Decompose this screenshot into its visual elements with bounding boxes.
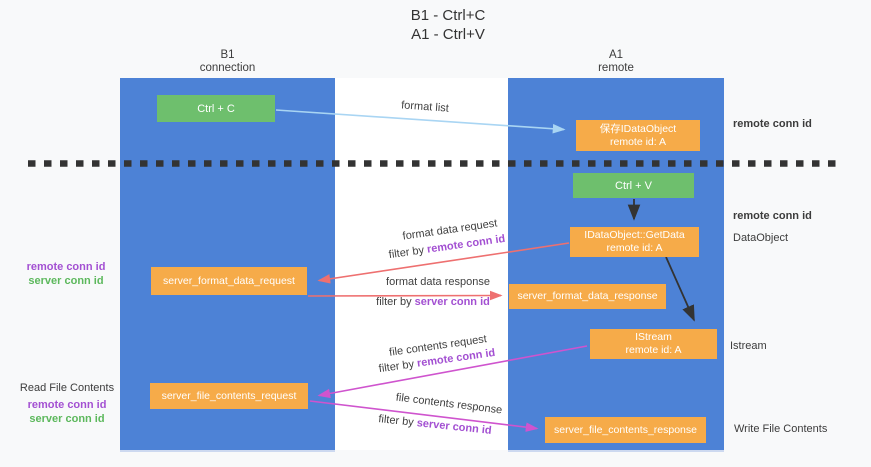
lane-header-a1: A1 remote	[508, 49, 724, 75]
node-istream-line1: IStream	[635, 331, 672, 343]
node-file-request-label: server_file_contents_request	[161, 389, 297, 402]
node-server-file-contents-request: server_file_contents_request	[150, 383, 308, 409]
left-server-conn-id-label: server conn id	[28, 275, 104, 287]
node-istream-line2: remote id: A	[625, 344, 682, 356]
node-saved-idataobject: 保存IDataObject remote id: A	[576, 120, 700, 151]
title-line-2: A1 - Ctrl+V	[411, 26, 485, 43]
lane-a1-sub: remote	[598, 62, 634, 74]
format-list-arrow	[275, 109, 566, 134]
remote-conn-id-label-top: remote conn id	[733, 118, 812, 130]
filter-by-text: filter by	[376, 296, 415, 308]
istream-side-label: Istream	[730, 340, 767, 352]
read-file-contents-label: Read File Contents	[19, 382, 115, 394]
remote-conn-id-label-mid: remote conn id	[733, 210, 812, 222]
left-remote-conn-id-label: remote conn id	[26, 261, 106, 273]
left-server-conn-id-label-bottom: server conn id	[29, 413, 105, 425]
node-ctrl-v: Ctrl + V	[573, 173, 694, 198]
title-line-1: B1 - Ctrl+C	[410, 7, 486, 24]
getdata-to-istream-arrow	[665, 256, 695, 322]
file-contents-request-arrow	[317, 345, 588, 399]
dataobject-label: DataObject	[733, 232, 789, 244]
write-file-contents-label: Write File Contents	[734, 423, 828, 435]
node-ctrl-c-label: Ctrl + C	[197, 102, 235, 115]
node-saved-idataobject-line1: 保存IDataObject	[599, 122, 677, 135]
node-istream: IStream remote id: A	[590, 329, 717, 359]
node-getdata-line1: IDataObject::GetData	[584, 229, 685, 241]
left-format-conn-labels: remote conn id server conn id	[18, 260, 114, 288]
format-data-response-label: format data response	[386, 276, 490, 288]
file-contents-response-arrow	[309, 400, 539, 432]
node-getdata-line2: remote id: A	[606, 242, 663, 254]
format-data-response-filter-label: filter by server conn id	[376, 296, 490, 308]
page-title: B1 - Ctrl+C A1 - Ctrl+V	[148, 6, 748, 44]
node-idataobject-getdata: IDataObject::GetData remote id: A	[570, 227, 699, 257]
node-server-format-data-request: server_format_data_request	[151, 267, 307, 295]
lane-a1-name: A1	[608, 49, 624, 61]
node-format-request-label: server_format_data_request	[163, 274, 295, 287]
node-format-response-label: server_format_data_response	[517, 290, 658, 302]
node-saved-idataobject-line2: remote id: A	[609, 135, 667, 148]
server-conn-id-text: server conn id	[414, 296, 490, 308]
node-file-response-label: server_file_contents_response	[553, 423, 697, 436]
format-data-request-arrow	[317, 242, 570, 284]
node-server-format-data-response: server_format_data_response	[509, 284, 666, 309]
node-server-file-contents-response: server_file_contents_response	[545, 417, 706, 443]
node-ctrl-c: Ctrl + C	[157, 95, 275, 122]
left-file-conn-labels: Read File Contents remote conn id server…	[15, 381, 119, 426]
left-remote-conn-id-label-bottom: remote conn id	[27, 399, 107, 411]
format-data-response-arrow	[307, 290, 503, 301]
node-ctrl-v-label: Ctrl + V	[615, 179, 652, 192]
lane-b1-sub: connection	[199, 62, 256, 74]
lane-header-b1: B1 connection	[120, 49, 335, 75]
lane-b1-name: B1	[220, 49, 235, 61]
